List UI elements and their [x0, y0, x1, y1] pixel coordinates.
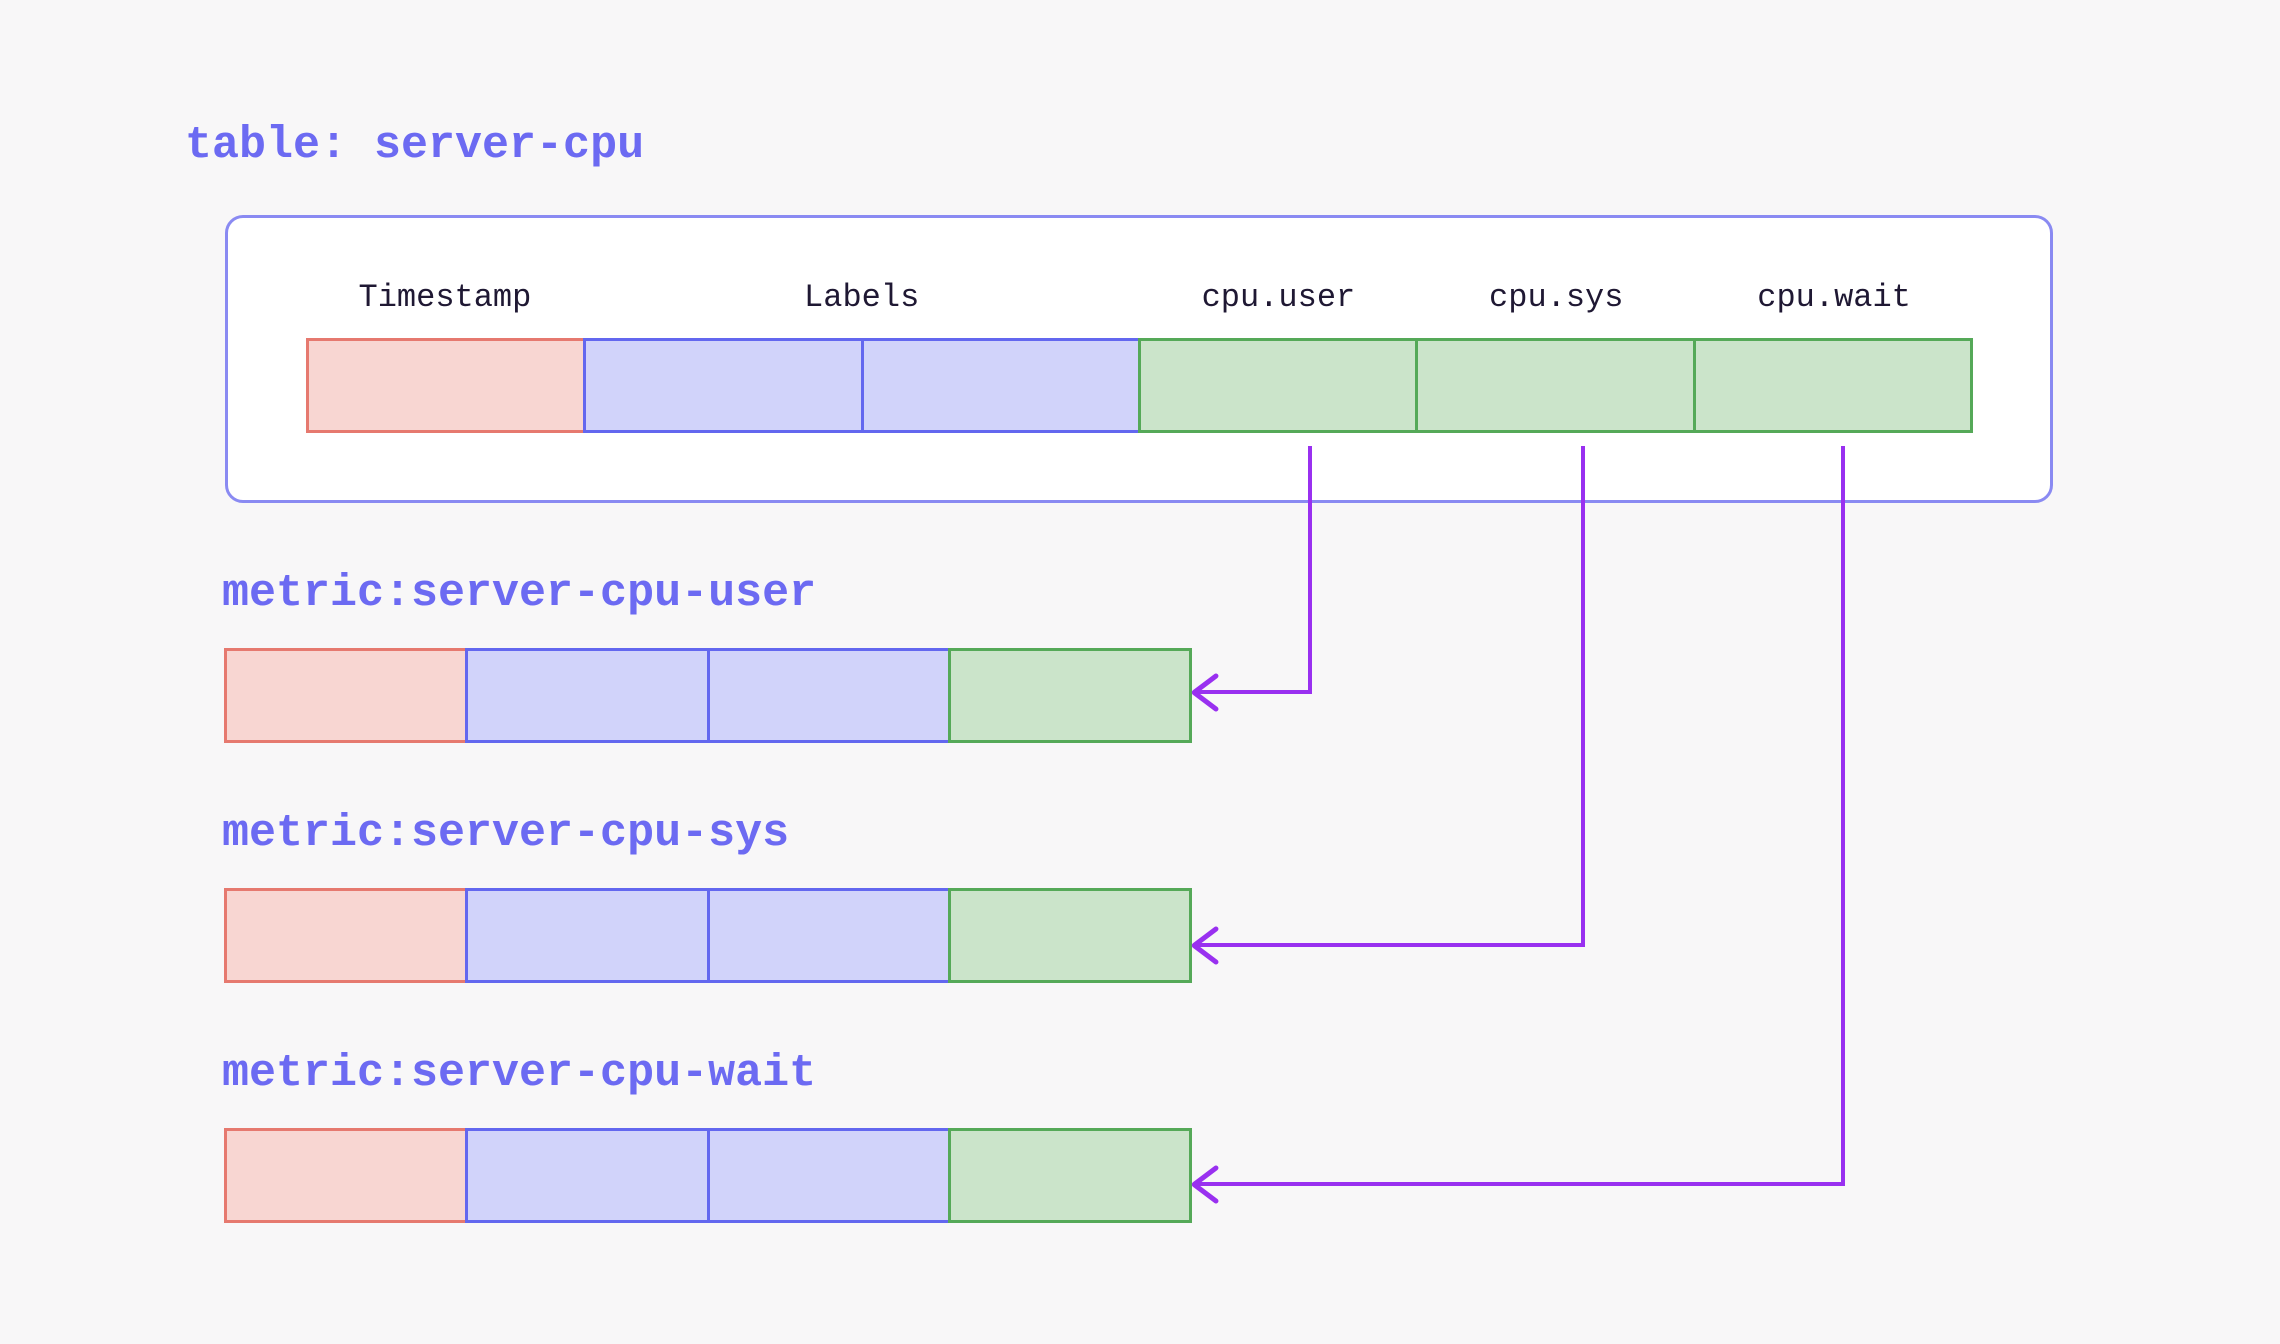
table-header-row: Timestamp Labels cpu.user cpu.sys cpu.wa… [306, 276, 1973, 318]
arrow-horizontal-line [1198, 1182, 1845, 1186]
metric-cell [224, 888, 469, 983]
metric-row-wait [224, 1128, 1192, 1223]
table-cell-timestamp [306, 338, 587, 433]
metric-cell [465, 888, 710, 983]
table-cells-row [306, 338, 1973, 433]
metric-cell [465, 1128, 710, 1223]
metric-title-sys: metric:server-cpu-sys [222, 808, 790, 859]
table-cell-cpu-wait [1692, 338, 1973, 433]
metric-title-wait: metric:server-cpu-wait [222, 1048, 817, 1099]
metric-cell [947, 888, 1192, 983]
metric-cell [224, 1128, 469, 1223]
metric-cell [706, 648, 951, 743]
column-header-cpu-user: cpu.user [1201, 278, 1356, 316]
column-header-cpu-wait: cpu.wait [1757, 278, 1911, 316]
arrow-vertical-line [1308, 446, 1312, 694]
arrow-vertical-line [1581, 446, 1585, 947]
table-cell-label-1 [583, 338, 864, 433]
metric-cell [947, 648, 1192, 743]
arrow-horizontal-line [1198, 943, 1585, 947]
metric-cell [706, 1128, 951, 1223]
metric-cell [706, 888, 951, 983]
metric-cell [465, 648, 710, 743]
metric-row-user [224, 648, 1192, 743]
arrow-vertical-line [1841, 446, 1845, 1186]
table-cell-label-2 [860, 338, 1141, 433]
arrow-horizontal-line [1198, 690, 1312, 694]
metric-row-sys [224, 888, 1192, 983]
table-title: table: server-cpu [185, 120, 645, 171]
table-cell-cpu-user [1137, 338, 1419, 433]
column-header-labels: Labels [804, 278, 920, 316]
metric-cell [947, 1128, 1192, 1223]
column-header-cpu-sys: cpu.sys [1489, 278, 1624, 316]
metric-cell [224, 648, 469, 743]
metric-title-user: metric:server-cpu-user [222, 568, 817, 619]
table-server-cpu-box: Timestamp Labels cpu.user cpu.sys cpu.wa… [225, 215, 2053, 503]
table-cell-cpu-sys [1415, 338, 1696, 433]
column-header-timestamp: Timestamp [358, 278, 532, 316]
